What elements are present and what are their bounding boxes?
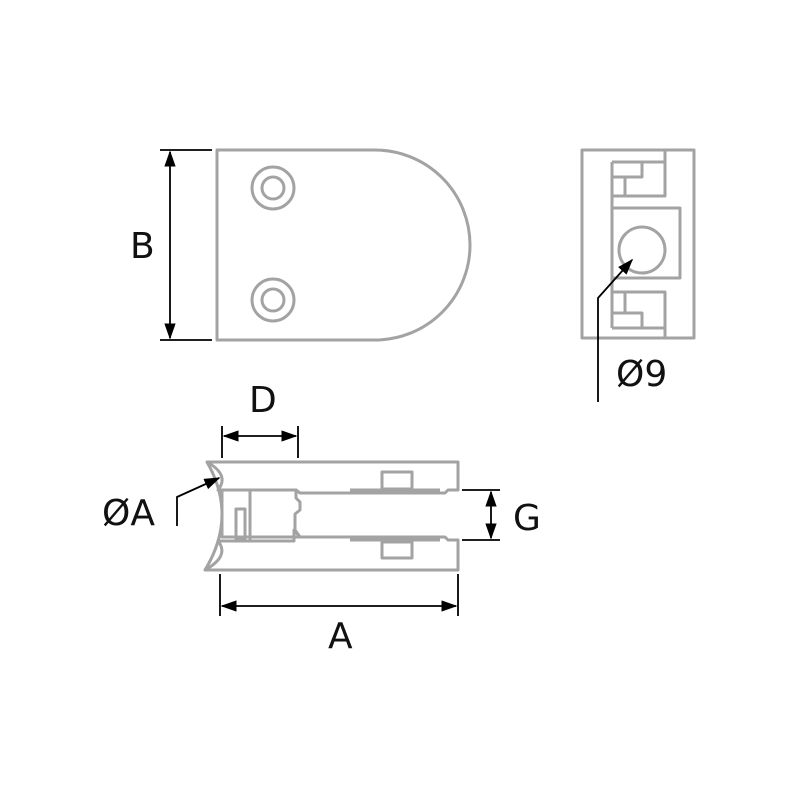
dimension-diameter-a: ØA [102, 477, 221, 534]
dimension-b: B [130, 149, 212, 341]
label-diameter-a: ØA [102, 493, 155, 534]
label-a: A [328, 616, 353, 657]
side-outline [580, 148, 696, 340]
label-diameter-9: Ø9 [616, 354, 667, 395]
mounting-hole-inner [260, 175, 286, 201]
dimension-a: A [219, 574, 459, 657]
label-b: B [130, 226, 155, 267]
mounting-hole-outer [250, 165, 296, 211]
dimension-diameter-9: Ø9 [597, 258, 667, 402]
dimension-g: G [462, 489, 541, 541]
dimension-d: D [221, 380, 299, 458]
mounting-hole-inner [260, 287, 286, 313]
bore-hole [617, 225, 667, 275]
side-view: Ø9 [580, 148, 696, 402]
top-wall-section [205, 460, 460, 495]
clamp-outline [215, 148, 472, 342]
mounting-hole-outer [250, 277, 296, 323]
label-g: G [513, 498, 541, 539]
section-view: D ØA G A [102, 380, 541, 657]
label-d: D [249, 380, 277, 421]
top-view: B [130, 148, 472, 342]
